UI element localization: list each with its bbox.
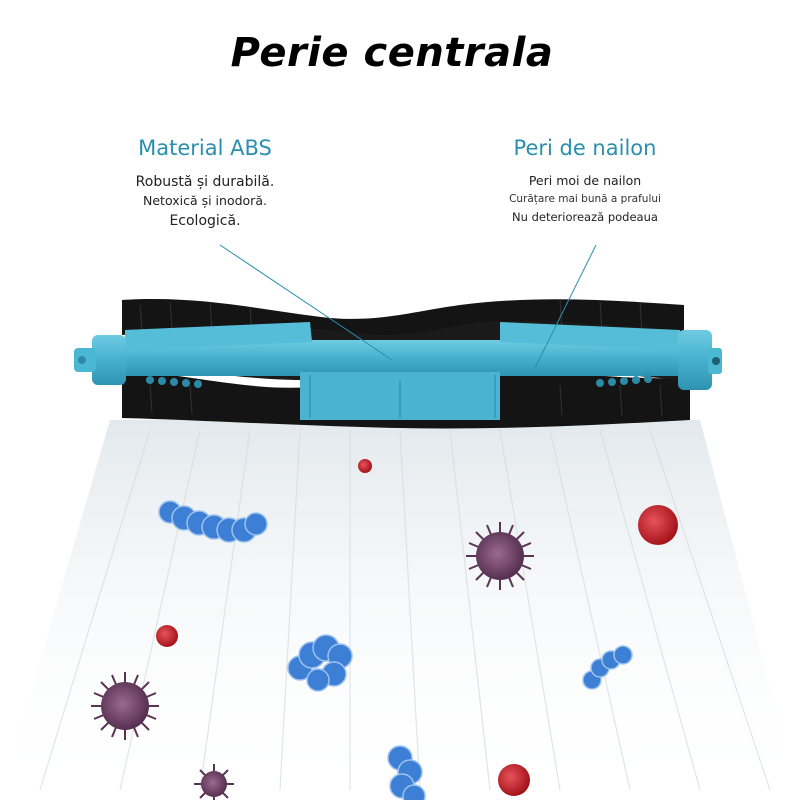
page-title: Perie centrala <box>230 30 554 76</box>
virus-icon <box>91 672 159 740</box>
virus-icon <box>466 522 534 590</box>
brush-roll-icon <box>74 299 722 429</box>
dust-particle-icon <box>638 505 678 545</box>
virus-icon <box>194 764 234 800</box>
end-cap-left <box>92 335 126 385</box>
blade-left <box>125 322 312 350</box>
bacteria-icon <box>158 500 268 543</box>
callout-line: Peri moi de nailon <box>528 173 642 188</box>
callout-line: Netoxică și inodoră. <box>143 193 267 208</box>
blade-right <box>500 322 680 350</box>
callout-line: Ecologică. <box>169 213 241 229</box>
dust-particle-icon <box>498 764 530 796</box>
dust-spray <box>0 420 800 800</box>
callout-line: Curățare mai bună a prafului <box>509 193 661 205</box>
callout-line: Robustă și durabilă. <box>135 174 275 190</box>
bacteria-icon <box>582 645 633 690</box>
callout-pointer-left <box>219 244 393 361</box>
callout-material-abs: Material ABS Robustă și durabilă. Netoxi… <box>100 136 310 232</box>
dust-particle-icon <box>358 459 372 473</box>
end-cap-right <box>678 330 712 390</box>
callout-nylon-bristles: Peri de nailon Peri moi de nailon Curăța… <box>480 136 690 226</box>
callout-line: Nu deteriorează podeaua <box>512 210 658 224</box>
bacteria-icon <box>387 745 426 800</box>
callout-heading: Peri de nailon <box>513 136 657 160</box>
particles <box>91 459 678 800</box>
dust-particle-icon <box>156 625 178 647</box>
callout-heading: Material ABS <box>138 136 272 160</box>
callout-pointer-right <box>534 244 597 369</box>
bacteria-icon <box>287 634 353 692</box>
